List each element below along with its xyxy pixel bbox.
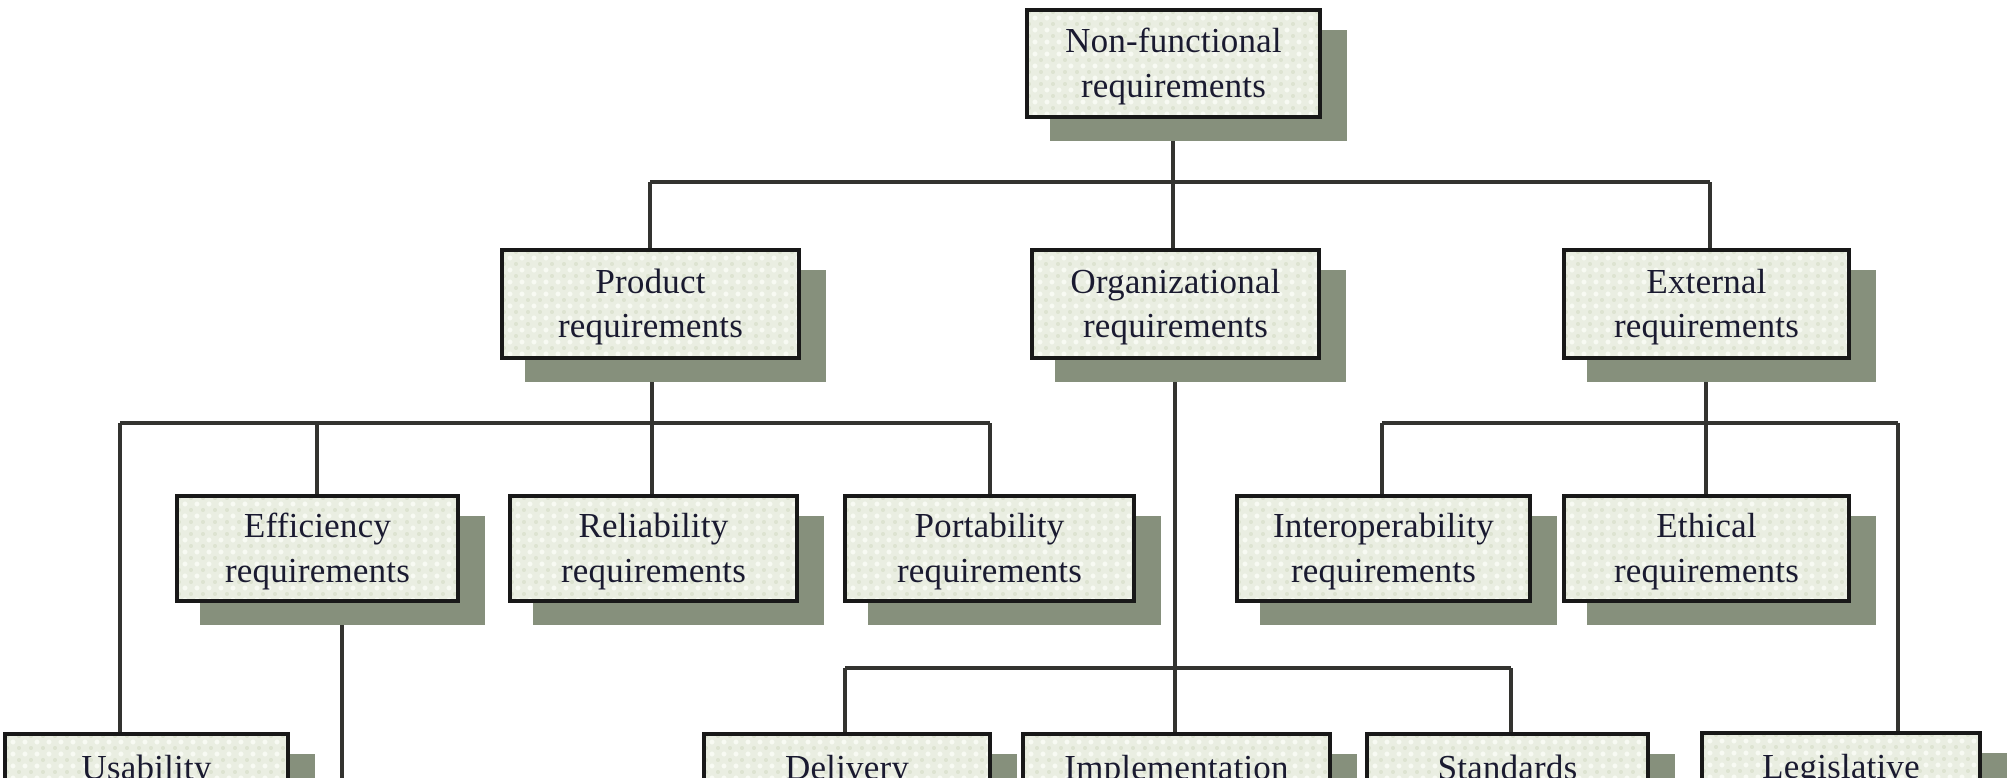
connector-segment: [650, 180, 1710, 184]
node-ethical: Ethical requirements: [1562, 494, 1851, 603]
connector-segment: [1509, 668, 1513, 732]
node-label: Standards: [1437, 748, 1578, 778]
connector-segment: [120, 421, 990, 425]
connector-segment: [650, 360, 654, 494]
node-efficiency: Efficiency requirements: [175, 494, 460, 603]
node-label: Interoperability requirements: [1273, 506, 1494, 590]
node-label: Ethical requirements: [1613, 506, 1800, 590]
node-reliability: Reliability requirements: [508, 494, 799, 603]
node-implementation: Implementation: [1021, 732, 1332, 778]
connector-segment: [1380, 423, 1384, 494]
node-label: Delivery: [784, 748, 910, 778]
node-label: Implementation: [1064, 748, 1289, 778]
connector-segment: [1708, 182, 1712, 248]
connector-segment: [843, 668, 847, 732]
connector-segment: [1382, 421, 1898, 425]
node-label: Reliability requirements: [560, 506, 747, 590]
connector-segment: [118, 423, 122, 732]
node-usability: Usability: [3, 732, 290, 778]
connector-segment: [988, 423, 992, 494]
node-label: Portability requirements: [896, 506, 1083, 590]
connector-segment: [845, 666, 1511, 670]
node-delivery: Delivery: [702, 732, 992, 778]
node-label: Product requirements: [557, 261, 744, 345]
node-label: Efficiency requirements: [224, 506, 411, 590]
connector-segment: [1704, 360, 1708, 494]
node-label: External requirements: [1613, 261, 1800, 345]
connector-segment: [1896, 423, 1900, 731]
connector-segment: [340, 603, 344, 778]
node-label: Non-functional requirements: [1065, 21, 1282, 105]
connector-segment: [315, 423, 319, 494]
node-label: Legislative: [1762, 747, 1920, 778]
node-label: Usability: [81, 748, 212, 778]
node-standards: Standards: [1365, 732, 1650, 778]
node-interoperability: Interoperability requirements: [1235, 494, 1532, 603]
node-portability: Portability requirements: [843, 494, 1136, 603]
node-label: Organizational requirements: [1070, 261, 1281, 345]
connector-segment: [648, 182, 652, 248]
node-non-functional: Non-functional requirements: [1025, 8, 1322, 119]
node-external: External requirements: [1562, 248, 1851, 360]
node-product: Product requirements: [500, 248, 801, 360]
node-legislative: Legislative: [1700, 731, 1982, 778]
connector-segment: [1173, 360, 1177, 732]
node-organizational: Organizational requirements: [1030, 248, 1321, 360]
